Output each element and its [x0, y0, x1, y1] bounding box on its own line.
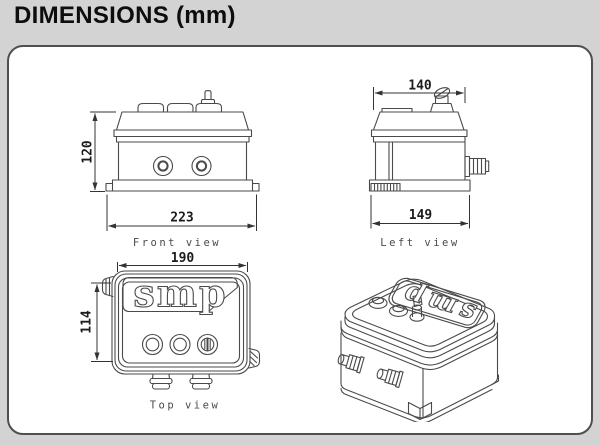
left-view-label: Left view	[380, 237, 459, 249]
left-view-drawing	[368, 87, 490, 192]
hinge-tabs	[101, 275, 261, 369]
front-view-drawing	[105, 90, 260, 192]
front-view: 120 223 Front view	[81, 90, 260, 249]
cable-gland-circles	[152, 155, 212, 177]
iso-top-knobs	[368, 293, 425, 322]
left-view-dimension-lines	[370, 87, 470, 229]
left-top-width-dimension: 140	[408, 79, 432, 94]
mounting-foot-hatch	[370, 182, 401, 192]
isometric-view: smp	[337, 277, 500, 422]
top-view: smp 190 114 Top view	[80, 251, 261, 412]
top-width-dimension: 190	[171, 251, 195, 266]
top-view-label: Top view	[150, 400, 221, 412]
bottom-cable-glands	[149, 373, 213, 390]
logo-plate	[122, 276, 238, 313]
front-height-dimension: 120	[81, 140, 96, 164]
iso-cable-gland-2	[376, 368, 404, 389]
top-knob-circles	[141, 333, 219, 356]
iso-cable-gland-1	[337, 354, 365, 374]
iso-logo-plate	[388, 277, 486, 329]
top-depth-dimension: 114	[80, 310, 95, 334]
top-view-dimension-lines	[91, 262, 248, 362]
left-bottom-width-dimension: 149	[409, 208, 432, 223]
isometric-view-drawing	[337, 277, 500, 422]
top-view-logo: smp	[133, 271, 227, 316]
iso-view-logo: smp	[392, 277, 482, 328]
front-view-dimension-lines	[90, 111, 257, 231]
side-cable-gland	[464, 155, 490, 178]
left-view: 140 149 Left view	[368, 79, 490, 249]
front-width-dimension: 223	[170, 211, 193, 226]
page-title: DIMENSIONS (mm)	[14, 2, 236, 29]
bottom-clasp	[407, 401, 433, 421]
drawing-panel: 120 223 Front view	[7, 45, 593, 435]
front-view-label: Front view	[133, 237, 221, 249]
top-view-drawing	[101, 270, 261, 390]
